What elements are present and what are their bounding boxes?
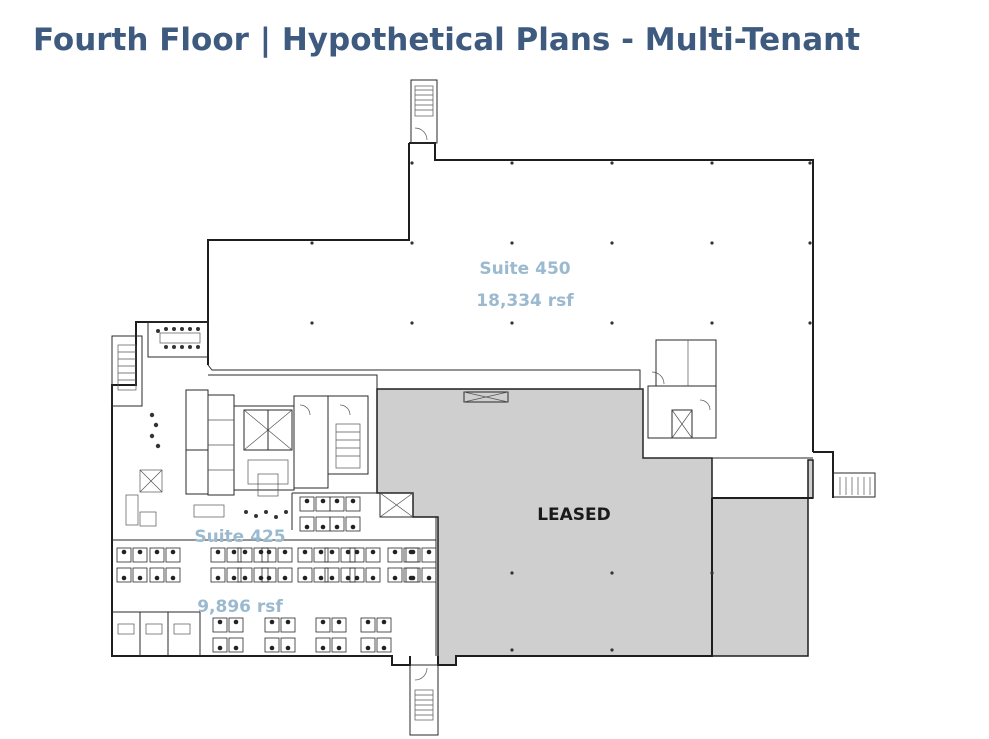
workstation-pod xyxy=(297,547,329,583)
workstation-pod xyxy=(261,547,293,583)
suite-425-interior xyxy=(125,321,377,530)
leased-area xyxy=(376,388,814,666)
column-marker xyxy=(808,321,812,325)
south-offices xyxy=(112,517,437,656)
page-title: Fourth Floor | Hypothetical Plans - Mult… xyxy=(33,22,861,58)
workstations xyxy=(116,496,437,653)
workstation-pod xyxy=(116,547,148,583)
column-marker xyxy=(410,161,414,165)
column-marker xyxy=(310,241,314,245)
workstation-pod xyxy=(299,496,331,532)
column-marker xyxy=(610,571,614,575)
stair-north xyxy=(410,79,438,144)
column-marker xyxy=(410,321,414,325)
building-core xyxy=(233,391,509,518)
column-marker xyxy=(510,241,514,245)
stair-south xyxy=(409,664,439,736)
column-marker xyxy=(510,571,514,575)
column-marker xyxy=(310,321,314,325)
workstation-pod xyxy=(324,547,356,583)
suite-425-name: Suite 425 xyxy=(194,527,285,547)
workstation-pod xyxy=(212,617,244,653)
workstation-pod xyxy=(349,547,381,583)
column-marker xyxy=(710,241,714,245)
stair-east xyxy=(832,472,876,498)
column-marker xyxy=(710,161,714,165)
column-grid xyxy=(310,161,812,652)
column-marker xyxy=(808,241,812,245)
column-marker xyxy=(410,241,414,245)
suite-450-area: 18,334 rsf xyxy=(476,291,574,311)
column-marker xyxy=(710,571,714,575)
workstation-pod xyxy=(315,617,347,653)
column-marker xyxy=(610,241,614,245)
workstation-pod xyxy=(149,547,181,583)
suite-450-name: Suite 450 xyxy=(479,259,570,279)
column-marker xyxy=(610,648,614,652)
column-marker xyxy=(610,161,614,165)
workstation-pod xyxy=(360,617,392,653)
column-marker xyxy=(510,648,514,652)
workstation-pod xyxy=(237,547,269,583)
column-marker xyxy=(808,161,812,165)
column-marker xyxy=(710,321,714,325)
column-marker xyxy=(510,321,514,325)
workstation-pod xyxy=(210,547,242,583)
workstation-pod xyxy=(329,496,361,532)
stair-west xyxy=(111,335,143,407)
workstation-pod xyxy=(264,617,296,653)
east-restrooms xyxy=(647,339,717,439)
leased-label: LEASED xyxy=(537,505,611,525)
column-marker xyxy=(510,161,514,165)
suite-425-area: 9,896 rsf xyxy=(197,597,283,617)
column-marker xyxy=(610,321,614,325)
